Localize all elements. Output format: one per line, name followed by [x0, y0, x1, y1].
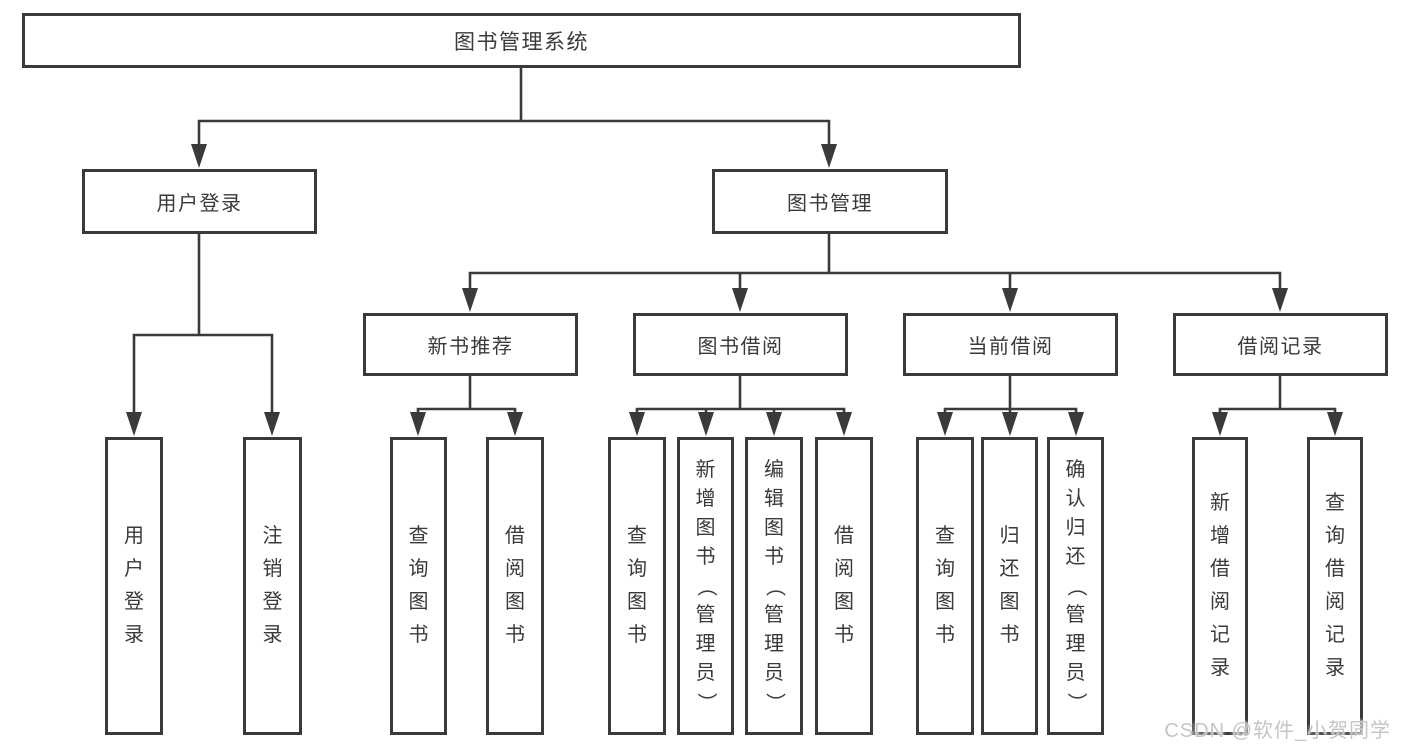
- node-borrow-records: 借阅记录: [1173, 313, 1388, 376]
- leaf-add-borrow-record-label: 新增借阅记录: [1210, 492, 1230, 679]
- leaf-query-borrow-record: 查询借阅记录: [1307, 437, 1363, 735]
- leaf-logout-action: 注销登录: [243, 437, 302, 735]
- node-current-borrow-label: 当前借阅: [967, 336, 1054, 358]
- connector-user-login-children: [126, 233, 280, 436]
- node-new-book-recommend: 新书推荐: [363, 313, 578, 376]
- leaf-confirm-return-admin: 确认归还（管理员）: [1047, 437, 1104, 735]
- leaf-edit-book-admin: 编辑图书（管理员）: [745, 437, 803, 735]
- leaf-query-books-recommend: 查询图书: [390, 437, 447, 735]
- leaf-logout-action-label: 注销登录: [262, 525, 283, 646]
- leaf-borrow-books: 借阅图书: [815, 437, 873, 735]
- leaf-return-book: 归还图书: [981, 437, 1038, 735]
- connector-book-borrow-children: [629, 376, 852, 436]
- connector-new-book-recommend-children: [410, 376, 523, 436]
- leaf-query-books-borrow-label: 查询图书: [627, 525, 647, 646]
- node-root: 图书管理系统: [22, 13, 1021, 68]
- leaf-edit-book-admin-label: 编辑图书（管理员）: [763, 458, 786, 713]
- leaf-query-books-current: 查询图书: [916, 437, 974, 735]
- leaf-add-book-admin: 新增图书（管理员）: [677, 437, 734, 735]
- node-new-book-recommend-label: 新书推荐: [427, 336, 514, 358]
- leaf-add-book-admin-label: 新增图书（管理员）: [695, 458, 717, 713]
- leaf-add-borrow-record: 新增借阅记录: [1192, 437, 1248, 735]
- leaf-confirm-return-admin-label: 确认归还（管理员）: [1065, 458, 1087, 713]
- node-book-borrow-label: 图书借阅: [697, 336, 784, 358]
- node-user-login-label: 用户登录: [156, 193, 243, 215]
- csdn-watermark: CSDN @软件_小贺同学: [1164, 720, 1391, 742]
- node-borrow-records-label: 借阅记录: [1237, 336, 1324, 358]
- leaf-borrow-books-label: 借阅图书: [834, 525, 854, 646]
- connector-borrow-records-children: [1212, 376, 1343, 436]
- leaf-query-borrow-record-label: 查询借阅记录: [1325, 492, 1345, 679]
- node-root-label: 图书管理系统: [454, 30, 589, 54]
- node-book-management: 图书管理: [712, 169, 948, 234]
- leaf-borrow-books-recommend: 借阅图书: [486, 437, 544, 735]
- leaf-borrow-books-recommend-label: 借阅图书: [505, 525, 525, 646]
- node-book-borrow: 图书借阅: [633, 313, 848, 376]
- node-book-management-label: 图书管理: [787, 193, 873, 215]
- leaf-return-book-label: 归还图书: [999, 525, 1020, 646]
- connector-book-management-children: [462, 233, 1288, 312]
- connector-root-to-level2: [191, 68, 837, 168]
- node-user-login: 用户登录: [82, 169, 317, 234]
- leaf-query-books-borrow: 查询图书: [608, 437, 666, 735]
- leaf-query-books-current-label: 查询图书: [935, 525, 955, 646]
- leaf-user-login-action: 用户登录: [105, 437, 163, 735]
- leaf-query-books-recommend-label: 查询图书: [408, 525, 429, 646]
- connector-current-borrow-children: [937, 376, 1084, 436]
- leaf-user-login-action-label: 用户登录: [124, 525, 144, 646]
- node-current-borrow: 当前借阅: [903, 313, 1118, 376]
